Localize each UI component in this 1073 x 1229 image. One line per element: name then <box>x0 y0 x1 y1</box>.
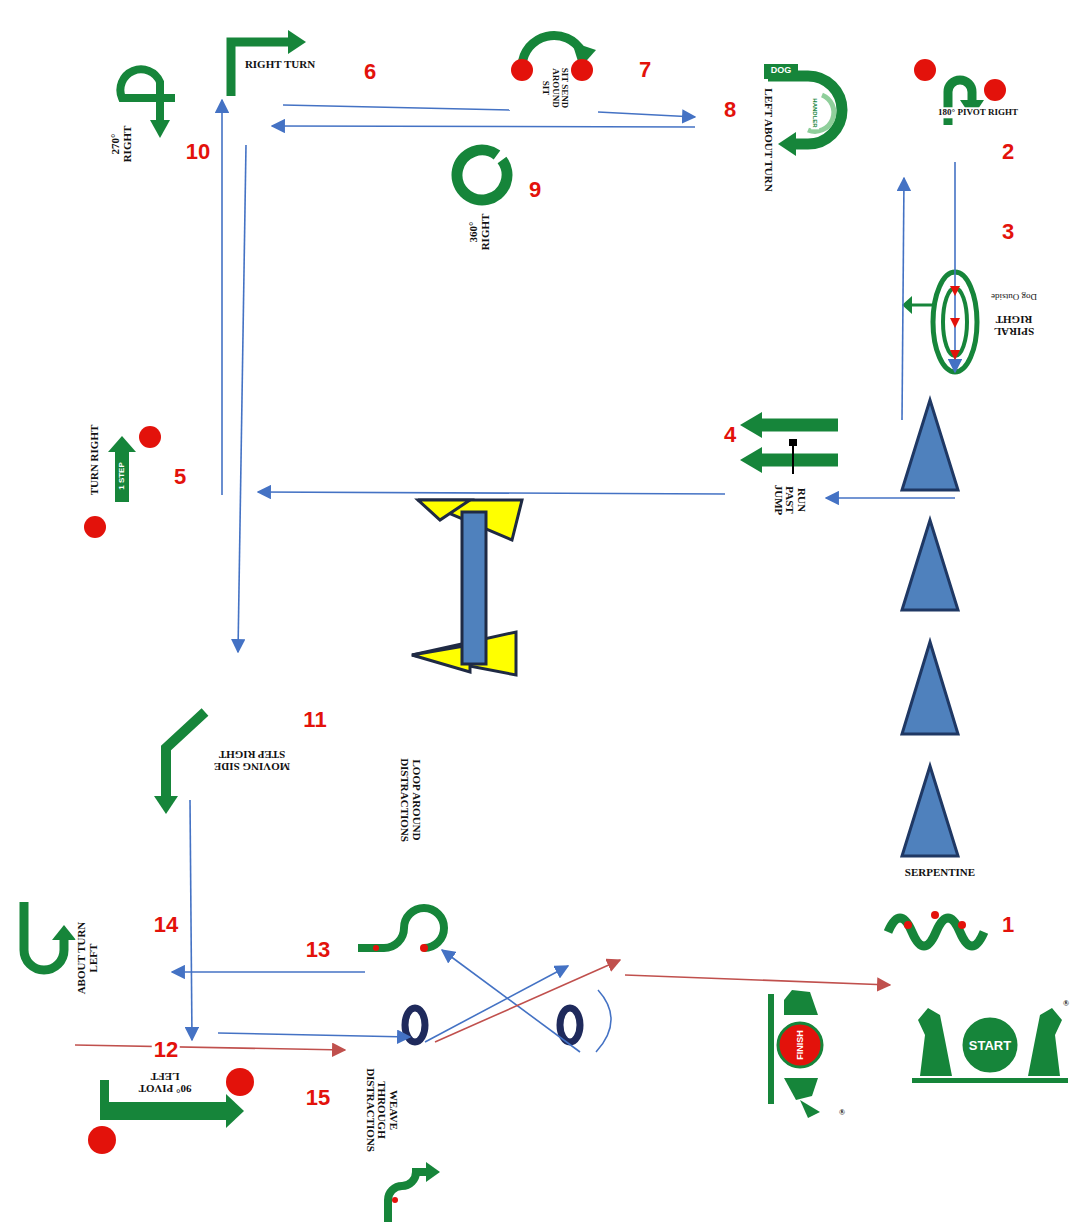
sign-caption: 180° PIVOT RIGHT <box>936 107 1020 118</box>
sign-caption: 90° PIVOT LEFT <box>130 1069 200 1094</box>
sign-symbol <box>24 35 984 1222</box>
callout-number: 2 <box>1000 139 1016 164</box>
sign-caption: DOG <box>769 65 794 76</box>
callout-number: 15 <box>304 1085 332 1110</box>
sign-caption: 270° RIGHT <box>109 118 134 170</box>
callout-number: 3 <box>1000 219 1016 244</box>
sign-circle <box>778 1023 822 1067</box>
sign-caption: LEFT ABOUT TURN <box>761 86 775 193</box>
sign-caption: HANDLER <box>811 96 819 129</box>
sign-caption: ® <box>1061 999 1071 1009</box>
start-sign: START <box>959 1014 1021 1076</box>
finish-path <box>75 960 890 1050</box>
sign-circle <box>961 1016 1019 1074</box>
sign-caption: SPIRAL RIGHT <box>984 312 1044 337</box>
sign-caption: RUN PAST JUMP <box>772 474 809 526</box>
callout-number: 5 <box>172 464 188 489</box>
sign-caption: 360° RIGHT <box>467 206 492 258</box>
sign-caption: ABOUT TURN LEFT <box>75 913 100 1003</box>
callout-number: 14 <box>152 912 180 937</box>
start-dogs <box>768 990 1068 1118</box>
callout-number: 6 <box>362 59 378 84</box>
sign-caption: LOOP AROUND DISTRACTIONS <box>397 752 422 848</box>
loop-arc <box>596 990 611 1052</box>
spiral-arrow <box>950 286 960 360</box>
sign-caption: Dog Outside <box>989 290 1039 301</box>
sign-text: START <box>969 1038 1011 1053</box>
jump <box>412 500 522 675</box>
sign-caption: ® <box>837 1108 847 1118</box>
finish-sign: FINISH <box>776 1021 824 1069</box>
callout-number: 13 <box>304 937 332 962</box>
callout-number: 1 <box>1000 912 1016 937</box>
sign-caption: WEAVE THROUGH DISTRACTIONS <box>364 1062 401 1158</box>
course-path <box>172 100 955 1052</box>
callout-number: 9 <box>527 177 543 202</box>
sign-caption: SERPENTINE <box>903 866 977 880</box>
callout-number: 12 <box>152 1037 180 1062</box>
callout-number: 8 <box>722 97 738 122</box>
sign-caption: RIGHT TURN <box>243 58 317 72</box>
station-dot <box>84 59 1006 1203</box>
sign-caption: SIT SEND AROUND SIT <box>540 60 570 116</box>
callout-number: 10 <box>184 139 212 164</box>
sign-arrowhead <box>52 30 984 1182</box>
sign-caption: 1 STEP <box>117 460 127 492</box>
callout-number: 11 <box>301 707 328 732</box>
sign-text: FINISH <box>795 1030 805 1060</box>
callout-number: 7 <box>637 57 653 82</box>
callout-number: 4 <box>722 422 738 447</box>
distraction-bowl <box>405 1008 580 1042</box>
cone <box>902 400 958 856</box>
sign-caption: MOVING SIDE STEP RIGHT <box>208 747 296 772</box>
sign-caption: TURN RIGHT <box>88 423 102 498</box>
